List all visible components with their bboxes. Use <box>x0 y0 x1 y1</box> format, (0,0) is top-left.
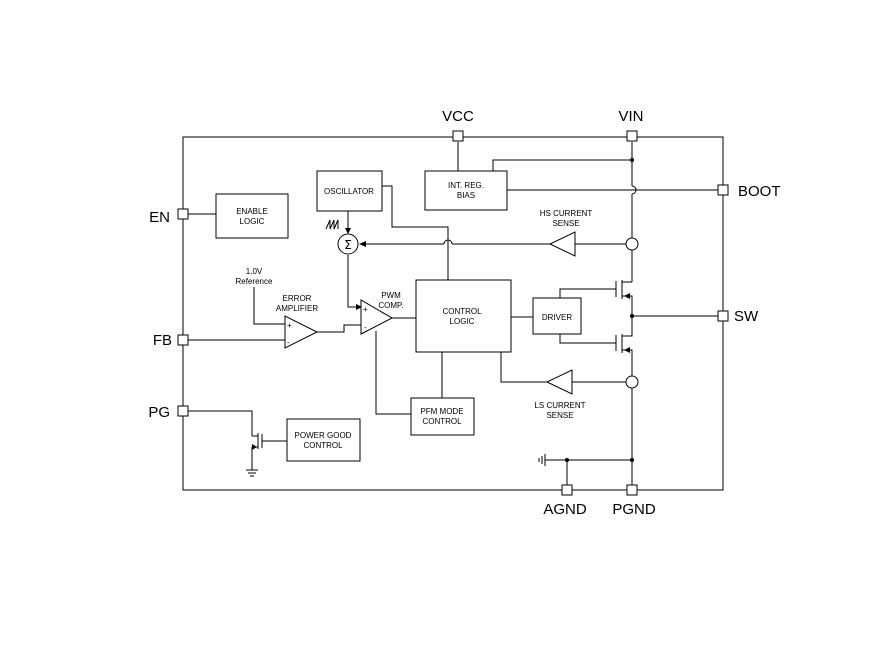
sw-label: SW <box>734 308 759 325</box>
vcc-pin <box>452 130 464 142</box>
en-label: EN <box>149 209 170 226</box>
sw-pin <box>717 310 729 322</box>
svg-text:DRIVER: DRIVER <box>542 313 572 322</box>
svg-text:-: - <box>287 338 290 347</box>
boot-label: BOOT <box>738 183 781 200</box>
ground-icon <box>246 469 258 477</box>
agnd-label: AGND <box>543 501 587 518</box>
ls-current-sense-label: LS CURRENT <box>534 401 585 410</box>
sawtooth-icon <box>325 219 339 230</box>
ls-sense-circle <box>625 375 639 389</box>
hs-current-sense-label-line2: SENSE <box>552 219 579 228</box>
summing-node: Σ <box>337 233 359 255</box>
svg-text:+: + <box>287 321 292 330</box>
pwm-comp-label-line2: COMP. <box>378 301 403 310</box>
oscillator-block: OSCILLATOR <box>316 170 383 212</box>
vin-pin <box>626 130 638 142</box>
pg-mosfet <box>252 433 263 450</box>
hs-current-sense-label: HS CURRENT <box>540 209 593 218</box>
agnd-ground-icon <box>538 454 546 466</box>
agnd-pin <box>561 484 573 496</box>
pg-label: PG <box>148 404 170 421</box>
driver-block: DRIVER <box>532 297 582 335</box>
svg-text:CONTROL: CONTROL <box>303 441 343 450</box>
pg-pin <box>177 405 189 417</box>
pgnd-pin <box>626 484 638 496</box>
vin-label: VIN <box>618 108 643 125</box>
enable-logic-block: ENABLE LOGIC <box>215 193 289 239</box>
vcc-label: VCC <box>442 108 474 125</box>
pwm-comp-label: PWM <box>381 291 401 300</box>
junction-dots <box>565 158 634 462</box>
power-good-control-block: POWER GOOD CONTROL <box>286 418 361 462</box>
fb-label: FB <box>153 332 172 349</box>
pfm-mode-control-block: PFM MODE CONTROL <box>410 397 475 436</box>
svg-text:LOGIC: LOGIC <box>450 317 475 326</box>
svg-text:OSCILLATOR: OSCILLATOR <box>324 187 374 196</box>
error-amplifier-label-line2: AMPLIFIER <box>276 304 318 313</box>
svg-text:CONTROL: CONTROL <box>422 417 462 426</box>
reference-label: 1.0V <box>246 267 263 276</box>
svg-text:CONTROL: CONTROL <box>442 307 482 316</box>
svg-text:PFM MODE: PFM MODE <box>420 407 463 416</box>
control-logic-block: CONTROL LOGIC <box>415 279 512 353</box>
svg-text:Σ: Σ <box>344 238 352 252</box>
low-side-mosfet <box>615 330 633 353</box>
hs-current-sense-amp <box>548 231 576 257</box>
svg-text:BIAS: BIAS <box>457 191 475 200</box>
svg-text:POWER GOOD: POWER GOOD <box>295 431 352 440</box>
int-reg-bias-block: INT. REG. BIAS <box>424 170 508 211</box>
pgnd-label: PGND <box>612 501 656 518</box>
svg-text:INT. REG.: INT. REG. <box>448 181 484 190</box>
fb-pin <box>177 334 189 346</box>
svg-text:LOGIC: LOGIC <box>240 217 265 226</box>
svg-text:+: + <box>363 305 368 314</box>
svg-text:-: - <box>364 323 367 332</box>
en-pin <box>177 208 189 220</box>
hs-sense-circle <box>625 237 639 251</box>
pins <box>177 130 729 496</box>
high-side-mosfet <box>615 280 633 300</box>
reference-label-line2: Reference <box>236 277 273 286</box>
error-amplifier-label: ERROR <box>283 294 312 303</box>
ls-current-sense-label-line2: SENSE <box>546 411 573 420</box>
svg-text:ENABLE: ENABLE <box>236 207 268 216</box>
wires <box>188 142 718 485</box>
boot-pin <box>717 184 729 196</box>
pwm-comparator: + - <box>360 299 394 335</box>
error-amplifier: + - <box>284 315 319 349</box>
ls-current-sense-amp <box>545 369 573 395</box>
